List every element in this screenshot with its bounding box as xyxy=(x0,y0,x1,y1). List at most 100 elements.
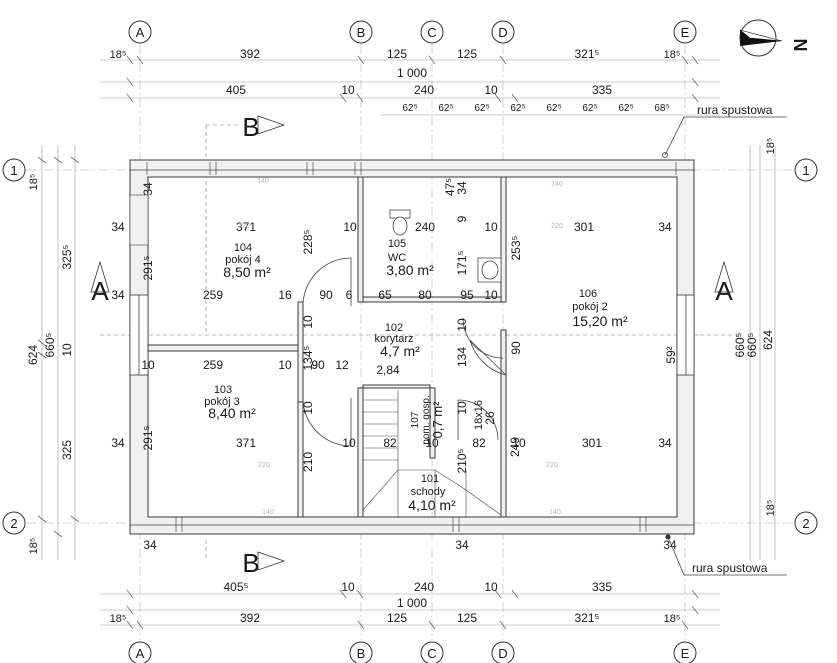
axis-row-2-left: 2 xyxy=(2,511,26,535)
svg-text:104: 104 xyxy=(234,242,252,254)
svg-text:47⁵: 47⁵ xyxy=(443,178,457,196)
axis-row-2-right: 2 xyxy=(794,511,818,535)
dim-top4-3: 62⁵ xyxy=(474,103,489,114)
svg-text:1: 1 xyxy=(802,163,809,178)
dim-right-total-3: 660⁵ xyxy=(745,332,759,357)
svg-text:90: 90 xyxy=(509,341,523,355)
svg-text:15,20 m²: 15,20 m² xyxy=(572,313,628,329)
dim-top-2: 392 xyxy=(240,47,260,61)
svg-text:65: 65 xyxy=(378,288,392,302)
dim-right-1: 18⁵ xyxy=(765,138,777,155)
svg-text:102: 102 xyxy=(385,322,403,334)
dim-top4-5: 62⁵ xyxy=(546,103,561,114)
svg-text:106: 106 xyxy=(579,288,597,300)
svg-text:220: 220 xyxy=(551,223,563,230)
svg-text:107: 107 xyxy=(410,411,421,428)
axis-row-1-right: 1 xyxy=(794,158,818,182)
svg-text:105: 105 xyxy=(388,238,406,250)
right-dimensions: 18⁵ 18⁵ 660⁵ 624 660⁵ xyxy=(733,138,777,560)
svg-text:10: 10 xyxy=(455,401,469,415)
svg-text:210⁵: 210⁵ xyxy=(455,448,469,473)
svg-text:249: 249 xyxy=(508,437,522,457)
svg-text:140: 140 xyxy=(551,181,563,188)
dim-bottom-wall-3: 34 xyxy=(663,538,677,552)
axis-column-b-top: B xyxy=(349,20,373,44)
svg-text:10: 10 xyxy=(484,288,498,302)
svg-text:103: 103 xyxy=(214,384,232,396)
axis-column-e-bottom: E xyxy=(673,641,697,663)
dim-top-4: 125 xyxy=(457,47,477,61)
svg-text:C: C xyxy=(427,25,436,40)
svg-text:8,50 m²: 8,50 m² xyxy=(223,264,271,280)
svg-text:34: 34 xyxy=(658,436,672,450)
room-102: 102 korytarz 4,7 m² 2,84 xyxy=(374,322,420,377)
svg-text:8,40 m²: 8,40 m² xyxy=(208,405,256,421)
section-marker-a-right: A xyxy=(700,260,740,336)
svg-text:1: 1 xyxy=(10,163,17,178)
svg-text:371: 371 xyxy=(236,220,256,234)
svg-text:3,80 m²: 3,80 m² xyxy=(386,262,434,278)
svg-text:10: 10 xyxy=(425,436,439,450)
downpipe-label-top: rura spustowa xyxy=(697,103,773,117)
axis-row-1-left: 1 xyxy=(2,158,26,182)
axis-column-b-bottom: B xyxy=(349,641,373,663)
svg-text:34: 34 xyxy=(111,436,125,450)
dim-top3-4: 10 xyxy=(484,83,498,97)
dim-right-total-1: 660⁵ xyxy=(733,332,747,357)
svg-text:10: 10 xyxy=(343,220,357,234)
svg-text:6: 6 xyxy=(346,288,353,302)
dim-bottom3-6: 18⁵ xyxy=(664,613,681,625)
axis-column-c-top: C xyxy=(420,20,444,44)
svg-text:101: 101 xyxy=(421,473,439,485)
svg-text:pokój 4: pokój 4 xyxy=(225,254,260,266)
svg-text:80: 80 xyxy=(418,288,432,302)
room-103: 103 pokój 3 8,40 m² xyxy=(204,384,256,421)
svg-text:34: 34 xyxy=(111,220,125,234)
top-dimensions: 18⁵ 392 125 125 321⁵ 18⁵ 1 000 405 10 24… xyxy=(100,47,720,116)
svg-text:9: 9 xyxy=(455,215,469,222)
svg-text:10: 10 xyxy=(301,401,315,415)
svg-text:134⁵: 134⁵ xyxy=(301,345,315,370)
svg-text:10: 10 xyxy=(512,436,526,450)
svg-text:4,10 m²: 4,10 m² xyxy=(408,497,456,513)
dim-left-5: 18⁵ xyxy=(28,538,40,555)
dim-bottom1-5: 335 xyxy=(592,580,612,594)
dim-bottom3-4: 125 xyxy=(457,611,477,625)
svg-text:34: 34 xyxy=(658,220,672,234)
svg-text:D: D xyxy=(498,25,507,40)
axis-column-a-top: A xyxy=(128,20,152,44)
svg-text:pom. gosp.: pom. gosp. xyxy=(421,395,432,444)
axis-column-a-bottom: A xyxy=(128,641,152,663)
room-106: 106 pokój 2 15,20 m² xyxy=(572,288,628,329)
svg-text:schody: schody xyxy=(411,486,446,498)
dim-bottom-wall-2: 34 xyxy=(455,538,469,552)
svg-text:291⁵: 291⁵ xyxy=(141,255,155,280)
dim-top3-2: 10 xyxy=(341,83,355,97)
svg-text:18x16: 18x16 xyxy=(473,400,485,430)
dim-top4-7: 62⁵ xyxy=(618,103,633,114)
dim-top-5: 321⁵ xyxy=(575,47,600,61)
svg-text:140: 140 xyxy=(257,178,269,185)
svg-text:240: 240 xyxy=(415,220,435,234)
svg-text:2: 2 xyxy=(10,516,17,531)
dim-top4-4: 62⁵ xyxy=(510,103,525,114)
svg-text:pokój 3: pokój 3 xyxy=(204,396,239,408)
dim-right-total-2: 624 xyxy=(761,330,775,350)
dim-top-1: 18⁵ xyxy=(110,49,127,61)
axis-column-d-bottom: D xyxy=(491,641,515,663)
staircase xyxy=(362,390,502,517)
svg-text:301: 301 xyxy=(582,436,602,450)
svg-text:291⁵: 291⁵ xyxy=(141,425,155,450)
svg-text:10: 10 xyxy=(301,315,315,329)
svg-text:220: 220 xyxy=(238,223,250,230)
dim-left-2: 325⁵ xyxy=(60,244,74,269)
svg-text:140: 140 xyxy=(262,509,274,516)
dim-bottom3-5: 321⁵ xyxy=(575,611,600,625)
svg-text:259: 259 xyxy=(203,358,223,372)
svg-text:A: A xyxy=(715,276,733,306)
left-dimensions: 18⁵ 325⁵ 10 325 18⁵ 624 660⁵ xyxy=(26,145,80,560)
svg-text:pokój 2: pokój 2 xyxy=(572,301,607,313)
section-marker-b-bottom: B xyxy=(205,540,286,578)
room-104: 104 pokój 4 8,50 m² xyxy=(223,242,271,280)
svg-text:A: A xyxy=(136,25,145,40)
